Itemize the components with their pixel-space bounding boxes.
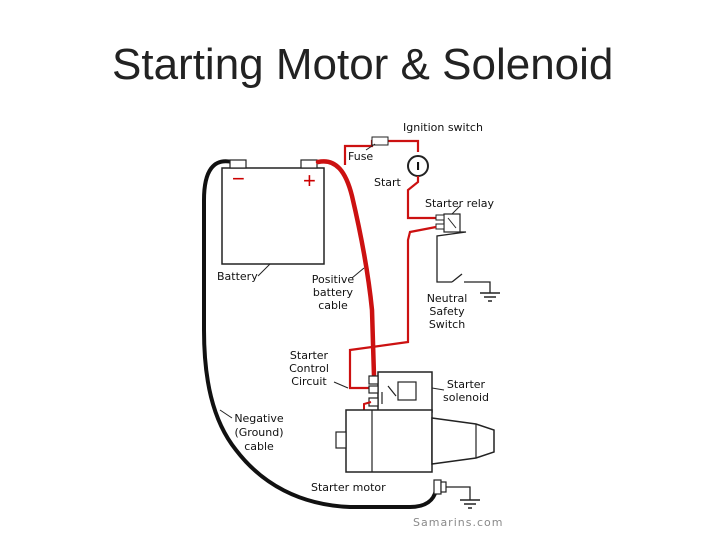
start-label: Start [374, 176, 402, 189]
battery-label: Battery [217, 270, 258, 283]
negative-cable-label-leader [219, 409, 233, 419]
negative-cable-label-line-2: (Ground) [234, 426, 283, 439]
positive-cable-label-leader [351, 267, 365, 279]
positive-cable-label-line-1: Positive [312, 273, 355, 286]
starter-control-circuit-label-line-1: Starter [290, 349, 329, 362]
neutral-safety-switch-label-line-1: Neutral [427, 292, 468, 305]
starter-solenoid-label-line-2: solenoid [443, 391, 489, 404]
relay-to-solenoid-wire [348, 225, 437, 390]
battery-positive-sign: + [303, 168, 316, 193]
negative-ground-cable [202, 159, 438, 509]
battery-label-leader [257, 263, 271, 277]
neutral-safety-switch-contact [451, 273, 463, 283]
battery [221, 159, 325, 265]
neutral-safety-switch-ground-wire [464, 281, 491, 293]
ground-symbol-icon [480, 292, 500, 302]
starter-relay-label-leader [451, 205, 461, 215]
fuse [371, 136, 389, 146]
negative-cable-label-line-3: cable [244, 440, 274, 453]
starter-solenoid-label-leader [431, 387, 445, 391]
starter-control-circuit-label-line-3: Circuit [291, 375, 327, 388]
starter-control-circuit-label-leader [333, 381, 349, 389]
positive-cable-label-line-3: cable [318, 299, 348, 312]
fuse-label-leader [365, 143, 376, 151]
page-title: Starting Motor & Solenoid [112, 40, 614, 89]
starter-relay [435, 213, 461, 233]
battery-negative-sign: − [232, 166, 245, 191]
negative-cable-label-line-1: Negative [234, 412, 284, 425]
watermark: Samarins.com [413, 516, 503, 529]
starter-solenoid-label-line-1: Starter [447, 378, 486, 391]
positive-cable-label-line-2: battery [313, 286, 354, 299]
neutral-safety-switch-wire [436, 231, 467, 283]
starter-solenoid [368, 371, 433, 413]
starter-relay-label: Starter relay [425, 197, 495, 210]
starter-motor-label: Starter motor [311, 481, 386, 494]
ignition-to-relay-wire [406, 176, 436, 220]
positive-battery-cable [315, 159, 377, 379]
fuse-label: Fuse [348, 150, 373, 163]
starter-control-circuit-label-line-2: Control [289, 362, 329, 375]
starter-motor [335, 409, 495, 473]
ignition-switch-key-icon: I [416, 160, 420, 173]
motor-ground-terminal [433, 479, 471, 500]
motor-ground-symbol-icon [460, 499, 480, 509]
ignition-switch-label: Ignition switch [403, 121, 483, 134]
neutral-safety-switch-label-line-3: Switch [429, 318, 465, 331]
neutral-safety-switch-label-line-2: Safety [429, 305, 465, 318]
